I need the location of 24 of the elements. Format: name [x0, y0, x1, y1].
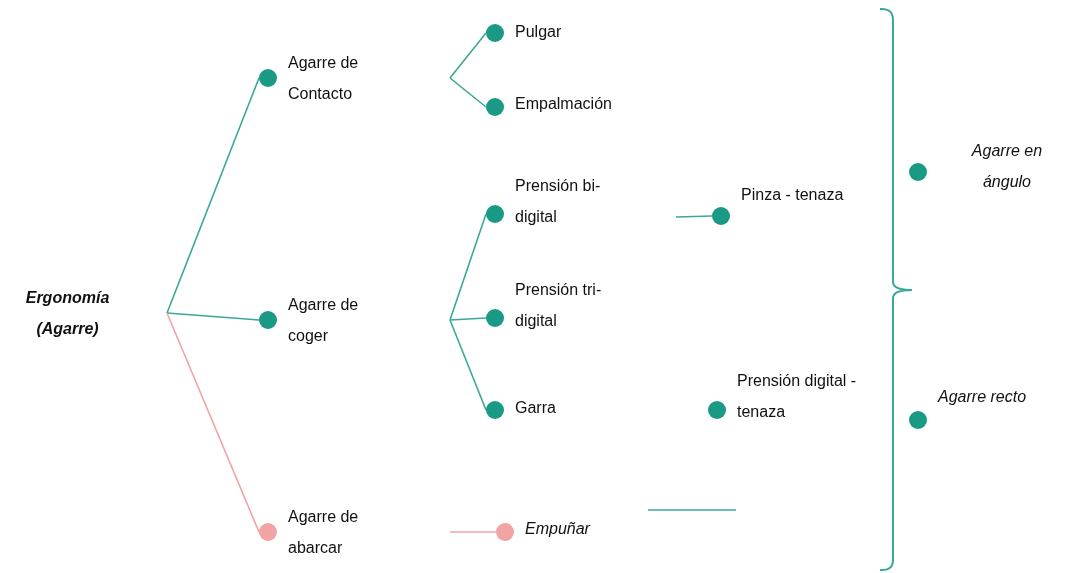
root-label: Ergonomía (Agarre) [24, 288, 111, 339]
node-label: Garra [515, 397, 557, 418]
node-label: Prensión tri-digital [515, 280, 603, 331]
connector-line [166, 312, 260, 321]
connector-line [449, 319, 487, 411]
node-label: Prensión bi-digital [515, 176, 602, 227]
connector-line [449, 32, 487, 79]
connector-line [449, 317, 487, 321]
node-label: Prensión digital - tenaza [737, 371, 858, 422]
node-label: Pulgar [515, 21, 563, 42]
connector-line [449, 213, 487, 321]
connector-line [449, 531, 497, 533]
connector-line [166, 312, 260, 533]
node-label: Agarre en ángulo [970, 141, 1044, 192]
connector-line [166, 77, 260, 314]
node-label: Agarre de Contacto [288, 53, 360, 104]
node-label: Pinza - tenaza [741, 184, 845, 205]
node-label: Agarre recto [938, 386, 1028, 407]
connector-line [675, 215, 713, 218]
connector-line [449, 77, 487, 108]
node-label: Empuñar [525, 518, 592, 539]
node-label: Empalmación [515, 93, 613, 114]
node-label: Agarre de coger [288, 295, 360, 346]
node-label: Agarre de abarcar [288, 507, 360, 558]
